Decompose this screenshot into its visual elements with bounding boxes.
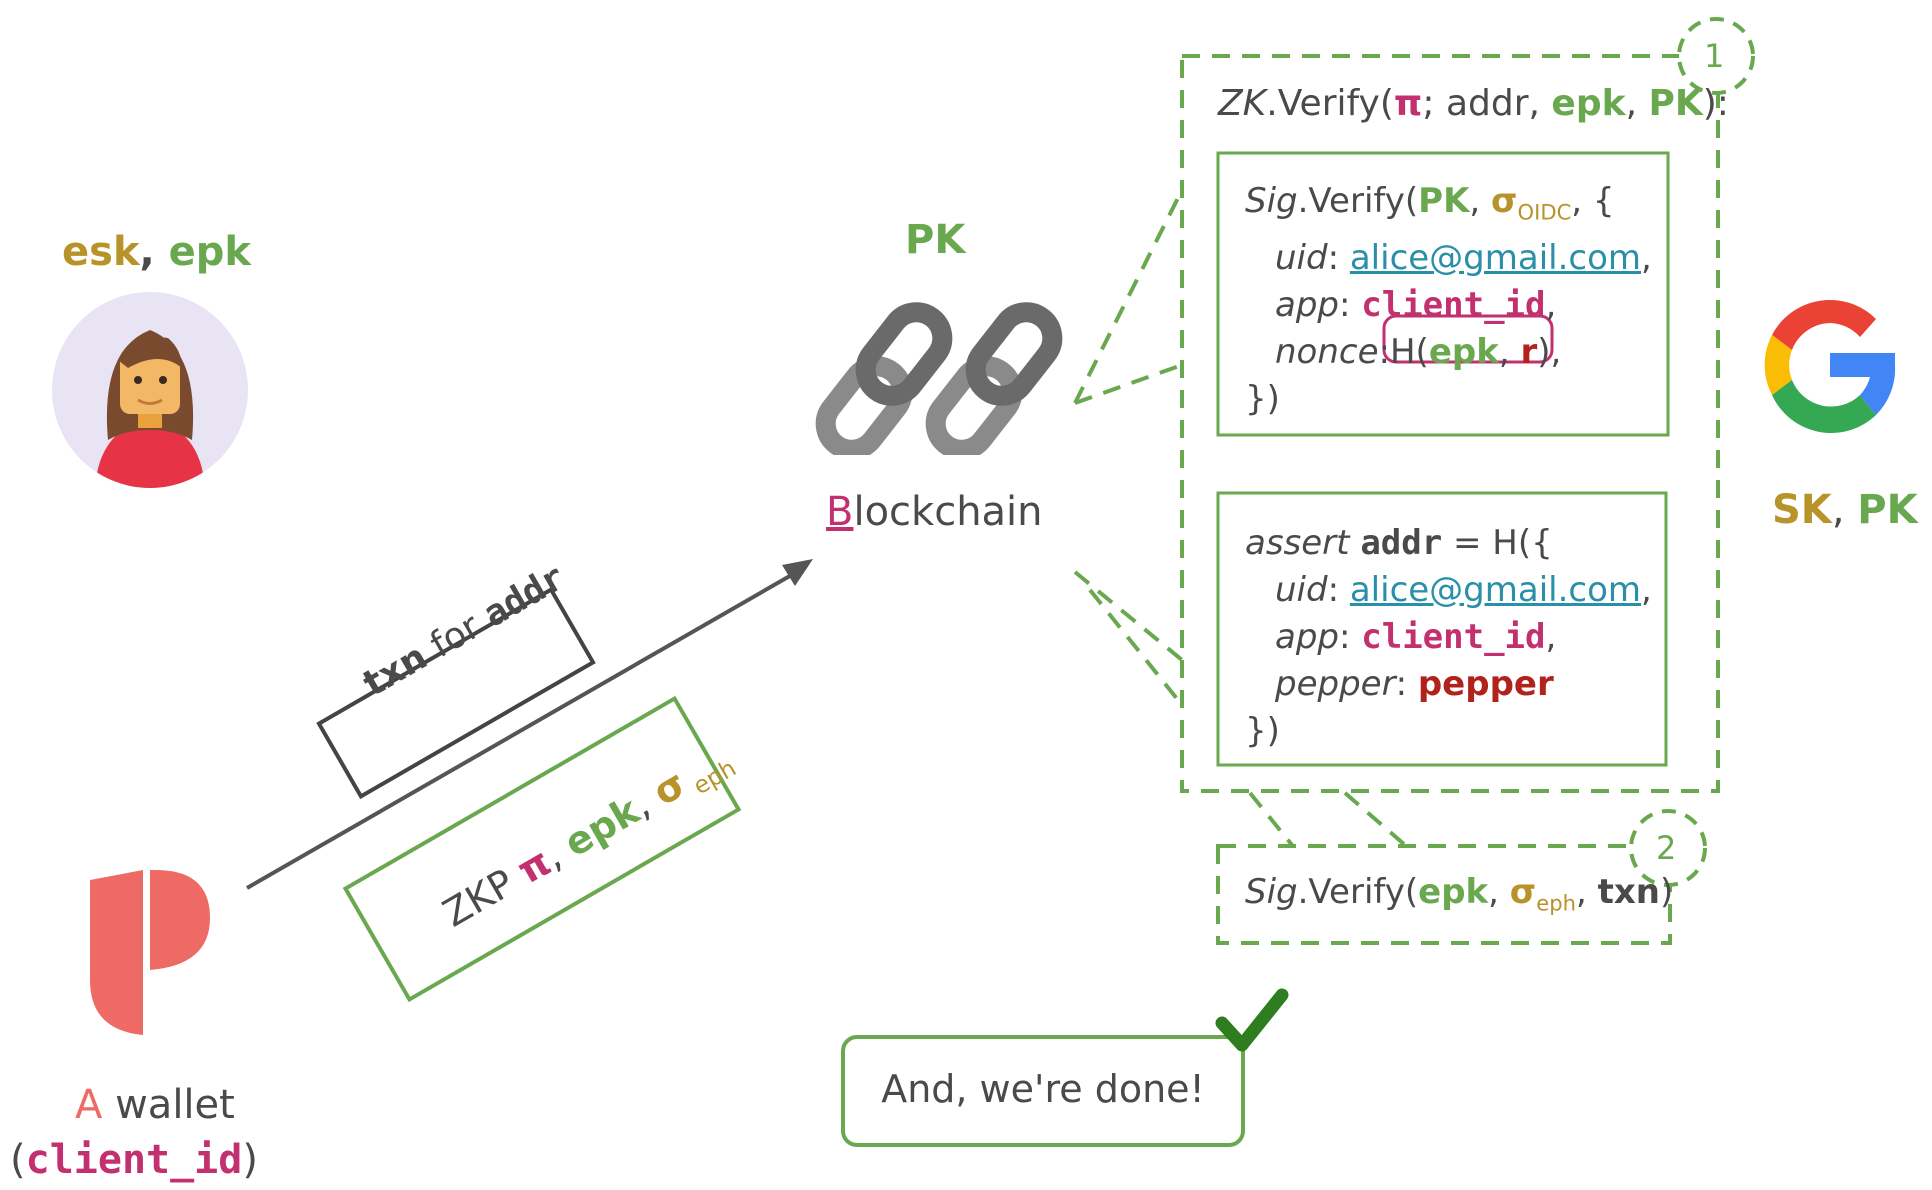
user-keys-label: esk, epk xyxy=(62,229,252,275)
assert-line: assert addr = H({ xyxy=(1245,523,1553,563)
zk-verify-box xyxy=(1180,54,1720,793)
connector-eph-right xyxy=(1343,791,1407,847)
assert-content: assert addr = H({ uid: alice@gmail.com, … xyxy=(1245,520,1652,755)
connector-mid xyxy=(1074,363,1183,405)
app-line: app: client_id, xyxy=(1275,285,1557,326)
zk-verify-header: ZK.Verify(π; addr, epk, PK): xyxy=(1218,83,1729,124)
user-avatar-icon xyxy=(52,292,248,488)
uid-line: uid: alice@gmail.com, xyxy=(1275,238,1652,279)
google-keys-label: SK, PK xyxy=(1772,487,1918,533)
epk-label: epk xyxy=(168,229,252,275)
wallet-letter: A xyxy=(75,1082,103,1128)
done-text: And, we're done! xyxy=(881,1067,1205,1111)
uid-email-link[interactable]: alice@gmail.com xyxy=(1349,238,1642,279)
step-2-badge xyxy=(1629,809,1707,887)
step-1-badge xyxy=(1677,17,1755,95)
connector-eph-left xyxy=(1248,791,1294,847)
connector-bottom xyxy=(1088,588,1184,707)
wallet-client-id: (client_id) xyxy=(10,1137,258,1183)
sig-verify-line: Sig.Verify(PK, σOIDC, { xyxy=(1245,181,1615,225)
txn-box xyxy=(316,586,596,800)
nonce-line: nonce:H(epk, r), xyxy=(1275,332,1562,373)
checkmark-icon xyxy=(1215,988,1289,1052)
done-box xyxy=(841,1035,1245,1147)
assert-pepper-line: pepper: pepper xyxy=(1275,664,1554,704)
assert-uid-email-link[interactable]: alice@gmail.com xyxy=(1349,570,1642,610)
step-2-label: 2 xyxy=(1656,829,1677,867)
zkp-box xyxy=(342,695,742,1003)
assert-close: }) xyxy=(1245,711,1280,751)
wallet-label: A wallet xyxy=(75,1082,235,1128)
step-1-label: 1 xyxy=(1704,37,1725,75)
connector-top xyxy=(1073,189,1184,404)
chain-links-icon xyxy=(815,302,1063,455)
assert-box xyxy=(1216,491,1668,767)
eph-verify-content: Sig.Verify(epk, σeph, txn) xyxy=(1245,872,1674,916)
arrow-line xyxy=(246,571,796,890)
blockchain-pk-label: PK xyxy=(905,217,966,263)
eph-verify-box xyxy=(1216,844,1672,945)
sig-verify-close: }) xyxy=(1245,379,1280,420)
sig-verify-content: Sig.Verify(PK, σOIDC, { uid: alice@gmail… xyxy=(1245,178,1652,423)
wallet-logo-icon xyxy=(90,870,210,1035)
assert-app-line: app: client_id, xyxy=(1275,617,1557,657)
blockchain-first-letter: B xyxy=(826,489,854,535)
blockchain-label: Blockchain xyxy=(826,489,1043,535)
sk-label: SK xyxy=(1772,487,1832,533)
google-logo-icon xyxy=(1764,299,1896,433)
connector-low xyxy=(1073,570,1184,662)
assert-uid-line: uid: alice@gmail.com, xyxy=(1275,570,1652,610)
arrow-icon xyxy=(782,559,813,586)
esk-label: esk xyxy=(62,229,140,275)
nonce-highlight xyxy=(1382,314,1554,364)
google-pk-label: PK xyxy=(1857,487,1918,533)
sig-verify-box xyxy=(1216,151,1670,437)
